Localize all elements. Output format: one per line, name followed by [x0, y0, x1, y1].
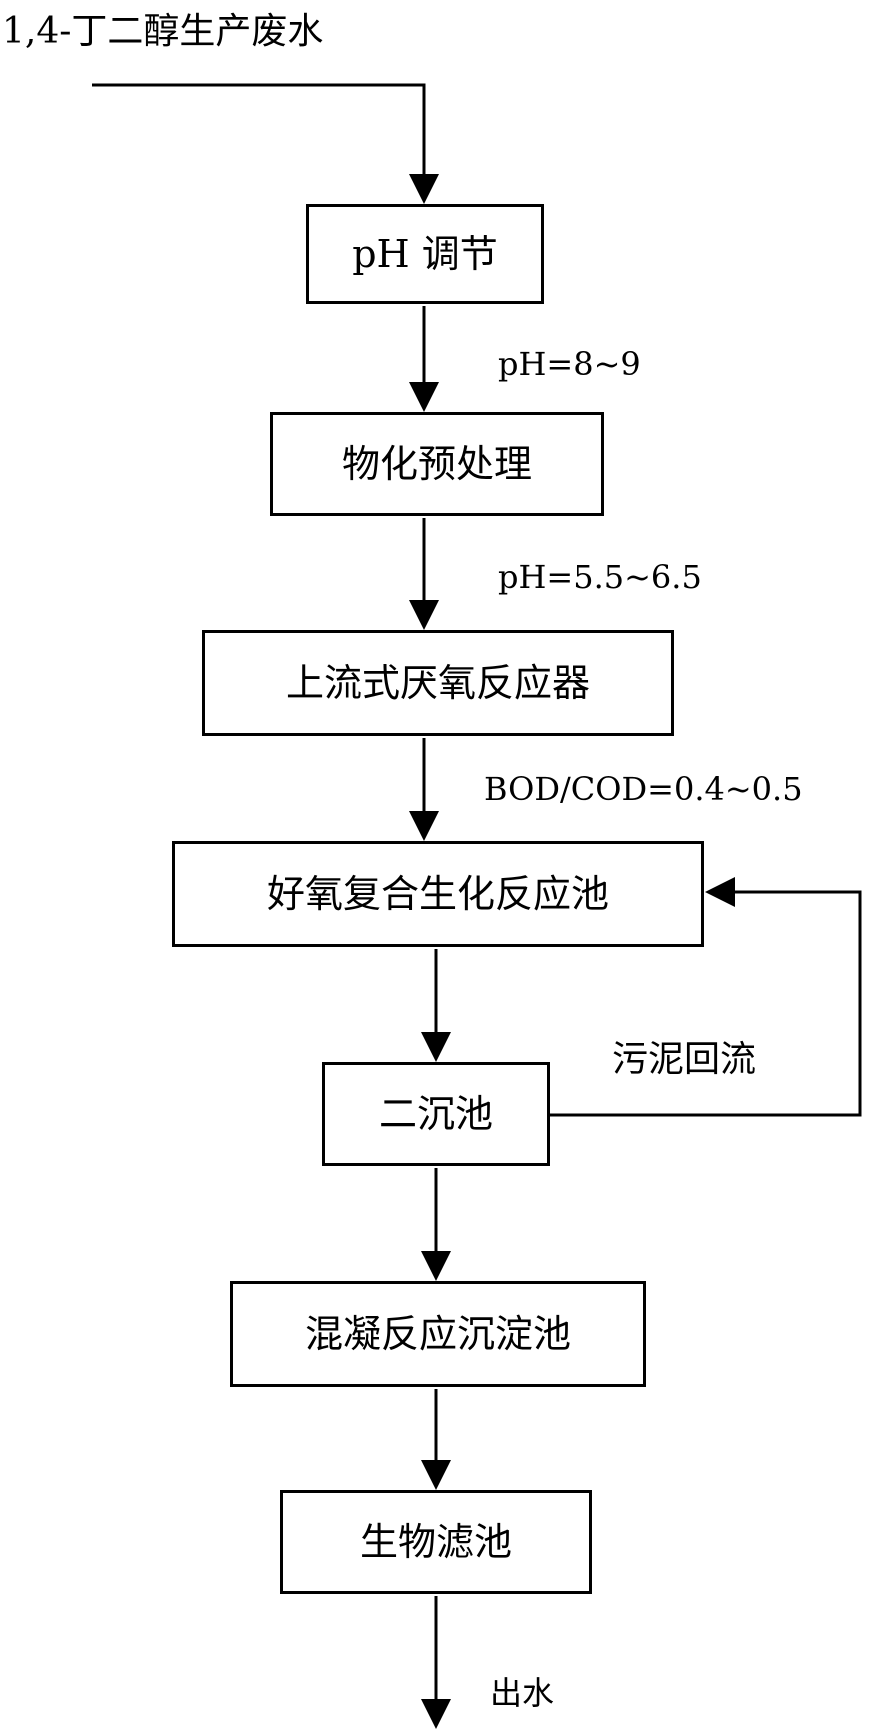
bod-cod-ratio-label: BOD/COD=0.4~0.5 [484, 770, 803, 808]
inlet-line [92, 83, 439, 204]
ph-adjust-label: pH 调节 [352, 232, 498, 276]
ph-adjust-box: pH 调节 [306, 204, 544, 304]
ph-after-pretreatment-label: pH=5.5~6.5 [498, 558, 702, 596]
secondary-clarifier-label: 二沉池 [378, 1092, 493, 1136]
physchem-pretreatment-box: 物化预处理 [270, 412, 604, 516]
biofilter-label: 生物滤池 [359, 1520, 512, 1564]
ph-after-adjust-label: pH=8~9 [498, 345, 641, 383]
sludge-recycle-line [550, 877, 862, 1117]
uasb-reactor-label: 上流式厌氧反应器 [285, 661, 590, 705]
aerobic-reactor-box: 好氧复合生化反应池 [172, 841, 704, 947]
aerobic-reactor-label: 好氧复合生化反应池 [266, 872, 609, 916]
coagulation-sedimentation-box: 混凝反应沉淀池 [230, 1281, 646, 1387]
outlet-label: 出水 [490, 1674, 555, 1712]
uasb-reactor-box: 上流式厌氧反应器 [202, 630, 674, 736]
sludge-recycle-label: 污泥回流 [612, 1039, 757, 1080]
biofilter-box: 生物滤池 [280, 1490, 592, 1594]
coagulation-sedimentation-label: 混凝反应沉淀池 [304, 1312, 571, 1356]
physchem-pretreatment-label: 物化预处理 [341, 442, 532, 486]
wastewater-source-label: 1,4-丁二醇生产废水 [2, 11, 324, 52]
secondary-clarifier-box: 二沉池 [322, 1062, 550, 1166]
